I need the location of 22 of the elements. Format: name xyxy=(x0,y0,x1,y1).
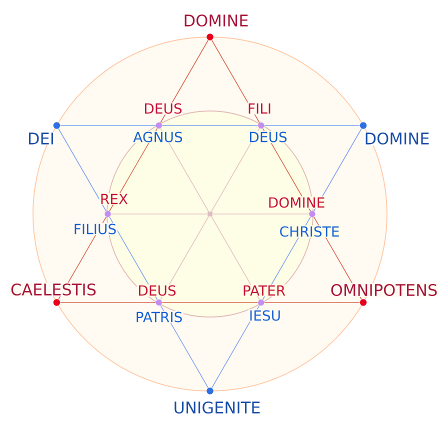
point-label: CHRISTE xyxy=(278,225,341,238)
point-label: FILIUS xyxy=(72,222,118,236)
point-label: FILI xyxy=(246,102,272,114)
triangle-line xyxy=(264,125,360,126)
triangle-line xyxy=(58,128,107,212)
vertex-label: OMNIPOTENS xyxy=(330,283,438,297)
vertex-label: DOMINE xyxy=(184,14,248,27)
vertex-label: UNIGENITE xyxy=(174,401,260,414)
point-label: AGNUS xyxy=(132,130,184,144)
point-label: REX xyxy=(99,193,129,205)
point-label: DOMINE xyxy=(267,196,326,209)
triangle-line xyxy=(162,125,258,126)
triangle-line xyxy=(60,125,156,126)
point-label: IESU xyxy=(248,309,282,322)
point-label: PATER xyxy=(242,284,286,296)
vertex-label: DEI xyxy=(26,132,56,146)
vertex-label: DOMINE xyxy=(363,132,431,146)
triangle-line xyxy=(162,302,258,303)
triangle-line xyxy=(264,302,360,303)
vertex-label: CAELESTIS xyxy=(10,282,98,296)
point-label: PATRIS xyxy=(134,310,184,324)
triangle-line xyxy=(60,302,156,303)
